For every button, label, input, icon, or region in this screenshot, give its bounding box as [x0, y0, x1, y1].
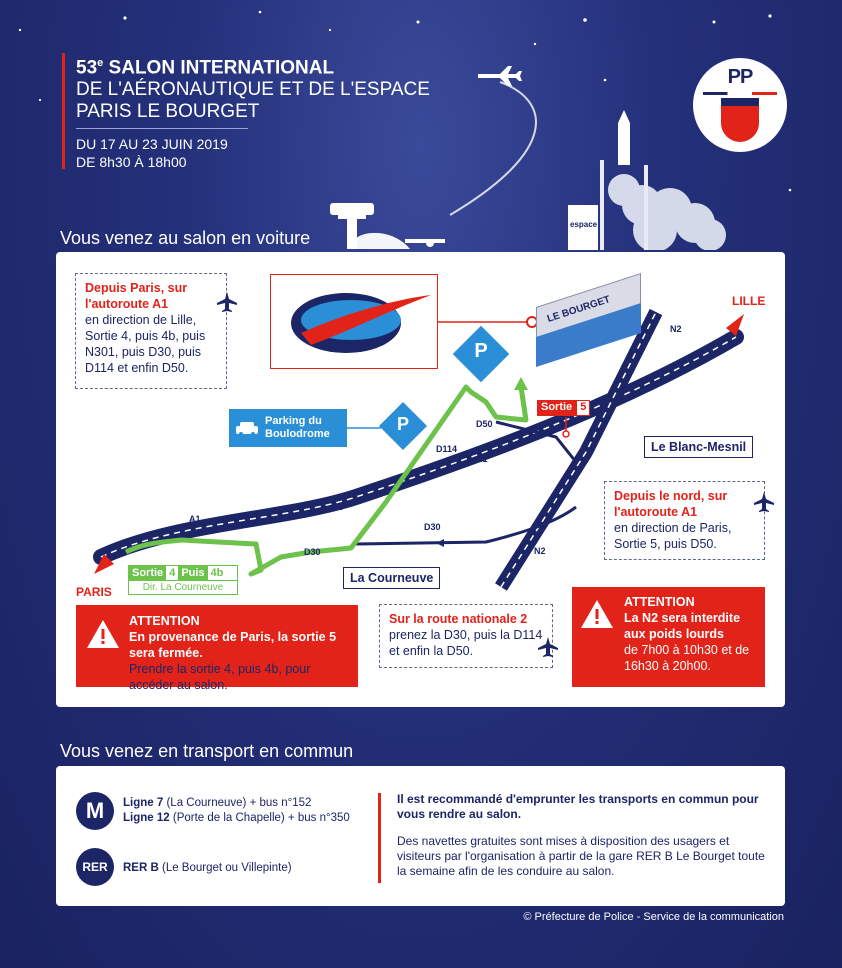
car-section-title: Vous venez au salon en voiture [60, 228, 311, 248]
road-label-d30-west: D30 [304, 547, 321, 557]
title-line3: PARIS LE BOURGET [76, 101, 260, 123]
parking-salon-letter: P [474, 340, 488, 362]
attention-left: ATTENTION En provenance de Paris, la sor… [76, 605, 358, 692]
attention-left-bold: En provenance de Paris, la sortie 5 sera… [129, 630, 337, 660]
transport-section-title: Vous venez en transport en commun [60, 741, 354, 761]
transport-divider [378, 793, 381, 883]
edition-suffix: e [97, 57, 104, 69]
airplane-icon-paris [217, 292, 237, 312]
attention-left-text: Prendre la sortie 4, puis 4b, pour accéd… [129, 662, 311, 692]
parking-boulodrome-letter: P [396, 414, 409, 434]
paris-arrow [94, 554, 114, 574]
espace-sign: espace [570, 220, 598, 229]
attention-right-title: ATTENTION [624, 595, 695, 609]
n2-route-heading: Sur la route nationale 2 [389, 612, 528, 626]
d30-road [355, 505, 577, 546]
plane-trail-illustration [449, 66, 537, 216]
metro-line12: Ligne 12 [123, 812, 170, 824]
rer-line: RER B [123, 862, 159, 874]
bourget-terminal: LE BOURGET [526, 272, 646, 368]
exit5-number: 5 [576, 400, 591, 416]
car-panel: A1 A1 A1 N2 N2 D30 D30 D50 D114 LE BOURG… [56, 252, 785, 707]
road-label-d114: D114 [436, 444, 457, 454]
car-icon [236, 422, 258, 436]
credit-line: © Préfecture de Police - Service de la c… [523, 911, 784, 923]
exit5-tag: Sortie 5 [537, 400, 591, 416]
metro-line12-detail: (Porte de la Chapelle) + bus n°350 [172, 812, 350, 824]
route-map: A1 A1 A1 N2 N2 D30 D30 D50 D114 [93, 308, 744, 591]
road-label-a1-east: A1 [476, 454, 488, 464]
transport-recommendation: Il est recommandé d'emprunter les transp… [397, 792, 759, 821]
attention-right-bold: La N2 sera interdite aux poids lourds [624, 611, 741, 641]
airport-skyline [330, 203, 445, 249]
parking-boulodrome-label: Parking du Boulodrome [265, 415, 330, 440]
metro-line7: Ligne 7 [123, 797, 164, 809]
attention-right-text: de 7h00 à 10h30 et de 16h30 à 20h00. [624, 643, 750, 673]
exit4b-number: 4b [210, 567, 224, 579]
event-title: 53e SALON INTERNATIONAL DE L'AÉRONAUTIQU… [76, 52, 430, 123]
bourget-logo-box [270, 274, 438, 369]
rer-detail: (Le Bourget ou Villepinte) [161, 862, 292, 874]
transport-shuttles: Des navettes gratuites sont mises à disp… [397, 834, 765, 878]
green-route [124, 384, 529, 577]
header-accent-bar [62, 53, 65, 169]
airplane-icon-n2 [538, 637, 558, 657]
prefecture-logo: PP [693, 58, 787, 152]
road-label-n2-south: N2 [534, 546, 546, 556]
from-paris-heading: Depuis Paris, sur l'autoroute A1 [85, 281, 188, 311]
exit4-sortie: Sortie [129, 566, 167, 580]
city-lille: LILLE [732, 294, 766, 308]
rer-line-info: RER B (Le Bourget ou Villepinte) [123, 861, 423, 876]
from-paris-box: Depuis Paris, sur l'autoroute A1 en dire… [75, 273, 227, 389]
metro-lines: Ligne 7 (La Courneuve) + bus n°152 Ligne… [123, 796, 423, 826]
title-line2: DE L'AÉRONAUTIQUE ET DE L'ESPACE [76, 79, 430, 101]
logo-shield [721, 98, 759, 142]
rocket-illustration: espace [568, 110, 726, 250]
town-blanc-mesnil: Le Blanc-Mesnil [644, 436, 754, 458]
road-label-a1-mid: A1 [331, 502, 343, 512]
logo-stripe [703, 92, 777, 95]
edition-number: 53 [76, 57, 98, 79]
event-date-range: DU 17 AU 23 JUIN 2019 [76, 136, 228, 152]
plane-icon [478, 66, 522, 86]
airplane-icon-north [754, 492, 774, 512]
event-dates: DU 17 AU 23 JUIN 2019 DE 8h30 À 18h00 [76, 135, 228, 171]
d50-road [495, 420, 578, 463]
event-hours: DE 8h30 À 18h00 [76, 154, 187, 170]
from-north-text: en direction de Paris, Sortie 5, puis D5… [614, 521, 732, 551]
exit5-sortie: Sortie [537, 400, 577, 416]
metro-badge: M [76, 792, 114, 830]
exit4b-puis: Puis [178, 566, 208, 580]
attention-left-title: ATTENTION [129, 614, 200, 628]
lille-arrow [726, 314, 744, 336]
from-north-box: Depuis le nord, sur l'autoroute A1 en di… [604, 481, 765, 560]
from-paris-text: en direction de Lille, Sortie 4, puis 4b… [85, 313, 206, 375]
title-line1: SALON INTERNATIONAL [108, 57, 335, 79]
metro-line7-detail: (La Courneuve) + bus n°152 [166, 797, 312, 809]
exit4-direction: Dir. La Courneuve [128, 581, 238, 595]
road-label-d50: D50 [476, 419, 493, 429]
n2-route-text: prenez la D30, puis la D114 et enfin la … [389, 628, 543, 658]
road-label-a1-west: A1 [189, 514, 201, 524]
attention-right: ATTENTION La N2 sera interdite aux poids… [572, 587, 765, 687]
warning-icon-right [581, 600, 613, 628]
from-north-heading: Depuis le nord, sur l'autoroute A1 [614, 489, 728, 519]
city-paris: PARIS [76, 585, 112, 599]
exit4-number: 4 [169, 567, 176, 579]
town-courneuve: La Courneuve [343, 567, 441, 589]
n2-route-box: Sur la route nationale 2 prenez la D30, … [379, 604, 553, 668]
parking-boulodrome: Parking du Boulodrome [229, 409, 347, 447]
road-label-n2-north: N2 [670, 324, 682, 334]
exit4-tag: Sortie 4 Puis 4b Dir. La Courneuve [128, 565, 238, 595]
logo-monogram: PP [727, 66, 754, 88]
starry-sky [18, 10, 792, 192]
transport-panel: M Ligne 7 (La Courneuve) + bus n°152 Lig… [56, 766, 785, 906]
warning-icon-left [87, 620, 119, 648]
bourget-logo-icon [291, 293, 431, 353]
rer-badge: RER [76, 848, 114, 886]
road-label-d30-east: D30 [424, 522, 441, 532]
header-divider [76, 128, 248, 129]
